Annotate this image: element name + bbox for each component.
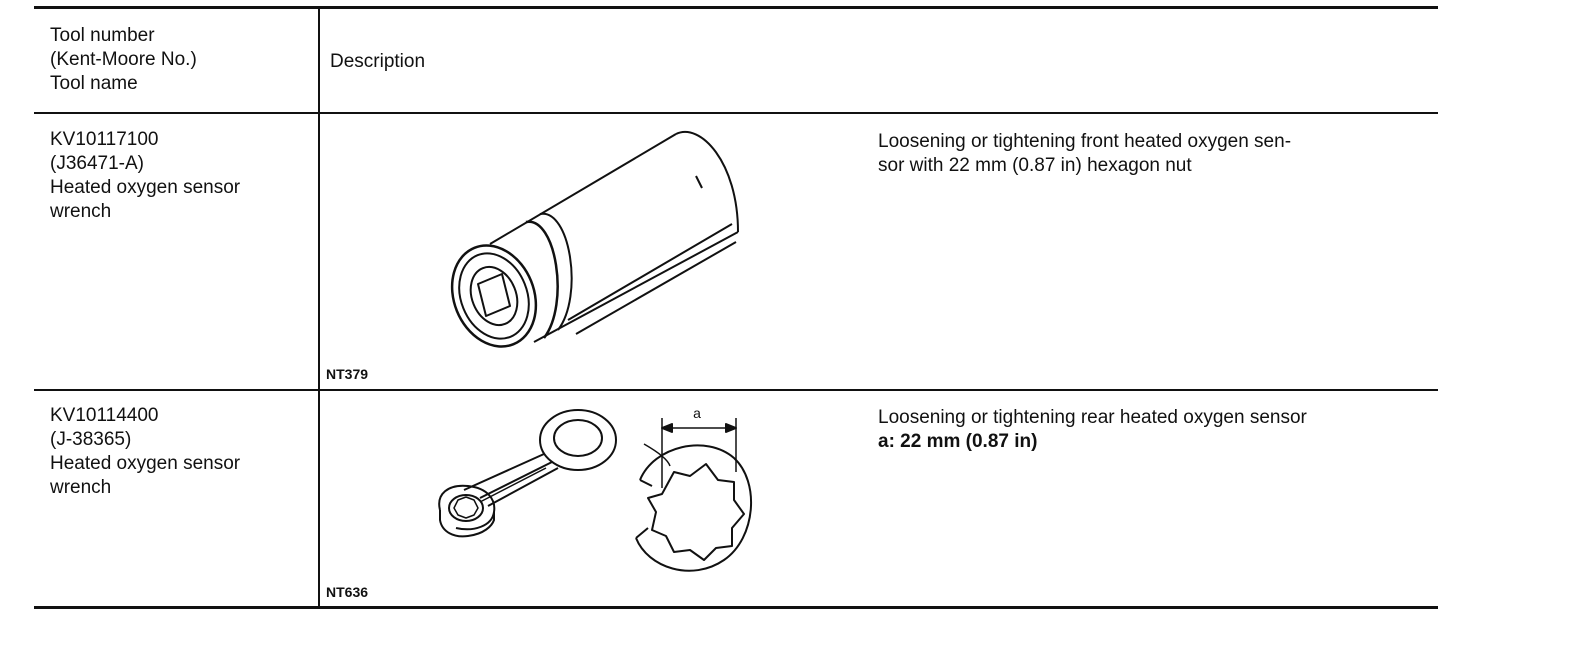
- row1-tool-name-line2: wrench: [50, 201, 112, 222]
- header-description: Description: [330, 51, 426, 72]
- row2-kent-moore: (J-38365): [50, 429, 132, 450]
- row2-tool-info: KV10114400 (J-38365) Heated oxygen senso…: [50, 404, 240, 500]
- row1-description-line2: sor with 22 mm (0.87 in) hexagon nut: [878, 155, 1192, 176]
- header-tool-name: Tool name: [50, 73, 138, 94]
- row1-description: Loosening or tightening front heated oxy…: [878, 130, 1291, 178]
- table-bottom-rule: [34, 606, 1438, 609]
- row1-kent-moore: (J36471-A): [50, 153, 144, 174]
- oxygen-sensor-socket-wrench-illustration: [450, 131, 739, 348]
- header-tool-column: Tool number (Kent-Moore No.) Tool name: [50, 24, 197, 96]
- row2-tool-name-line2: wrench: [50, 477, 112, 498]
- row-divider: [34, 389, 1438, 391]
- row1-tool-name-line1: Heated oxygen sensor: [50, 177, 241, 198]
- row2-description-line1: Loosening or tightening rear heated oxyg…: [878, 407, 1307, 428]
- row2-tool-number: KV10114400: [50, 405, 159, 426]
- row1-tool-info: KV10117100 (J36471-A) Heated oxygen sens…: [50, 128, 240, 224]
- header-bottom-rule: [34, 112, 1438, 114]
- header-kent-moore: (Kent-Moore No.): [50, 49, 197, 70]
- row2-description: Loosening or tightening rear heated oxyg…: [878, 406, 1307, 454]
- column-divider: [318, 6, 320, 608]
- dimension-a-label: a: [693, 405, 701, 421]
- row1-tool-number: KV10117100: [50, 129, 159, 150]
- row2-spec: a: 22 mm (0.87 in): [878, 431, 1038, 452]
- row2-tool-name-line1: Heated oxygen sensor: [50, 453, 241, 474]
- row1-description-line1: Loosening or tightening front heated oxy…: [878, 131, 1292, 152]
- ring-wrench-illustration: a: [438, 405, 753, 572]
- row2-figure-code: NT636: [326, 584, 369, 600]
- table-top-rule: [34, 6, 1438, 9]
- row1-figure-code: NT379: [326, 366, 369, 382]
- header-tool-number: Tool number: [50, 25, 155, 46]
